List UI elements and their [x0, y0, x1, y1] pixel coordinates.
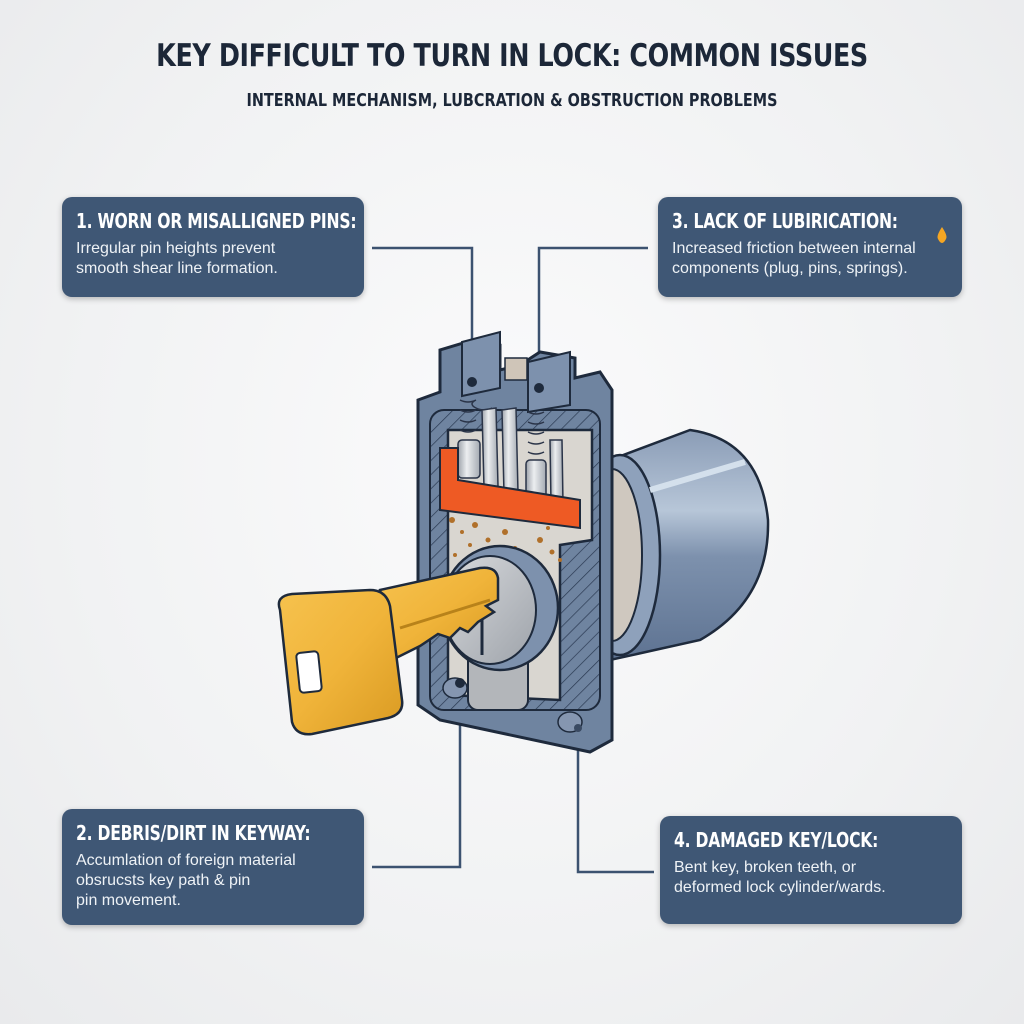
page-title: KEY DIFFICULT TO TURN IN LOCK: COMMON IS…: [156, 38, 868, 74]
callout-heading: 2. DEBRIS/DIRT IN KEYWAY:: [76, 821, 311, 845]
callout-heading: 1. WORN OR MISALLIGNED PINS:: [76, 209, 357, 233]
callout-heading: 3. LACK OF LUBIRICATION:: [672, 209, 898, 233]
shear-line: [439, 447, 581, 530]
callout-damaged-key-lock: 4. DAMAGED KEY/LOCK: Bent key, broken te…: [660, 816, 962, 924]
page-subtitle: INTERNAL MECHANISM, LUBCRATION & OBSTRUC…: [246, 90, 778, 111]
callout-body: Accumlation of foreign material obsrucst…: [76, 852, 296, 909]
callout-lack-of-lubrication: 3. LACK OF LUBIRICATION: Increased frict…: [658, 197, 962, 297]
callout-debris-in-keyway: 2. DEBRIS/DIRT IN KEYWAY: Accumlation of…: [62, 809, 364, 925]
callout-worn-pins: 1. WORN OR MISALLIGNED PINS: Irregular p…: [62, 197, 364, 297]
connector-lines: [372, 246, 654, 874]
pin-stack: [457, 407, 564, 505]
springs: [459, 399, 545, 455]
callout-body: Increased friction between internal comp…: [672, 240, 916, 277]
oil-drop-icon: [937, 227, 947, 243]
lock-housing: [416, 330, 614, 754]
callout-body: Bent key, broken teeth, or deformed lock…: [674, 859, 886, 896]
callout-body: Irregular pin heights prevent smooth she…: [76, 240, 278, 277]
key: [277, 566, 500, 736]
callout-heading: 4. DAMAGED KEY/LOCK:: [674, 828, 879, 852]
